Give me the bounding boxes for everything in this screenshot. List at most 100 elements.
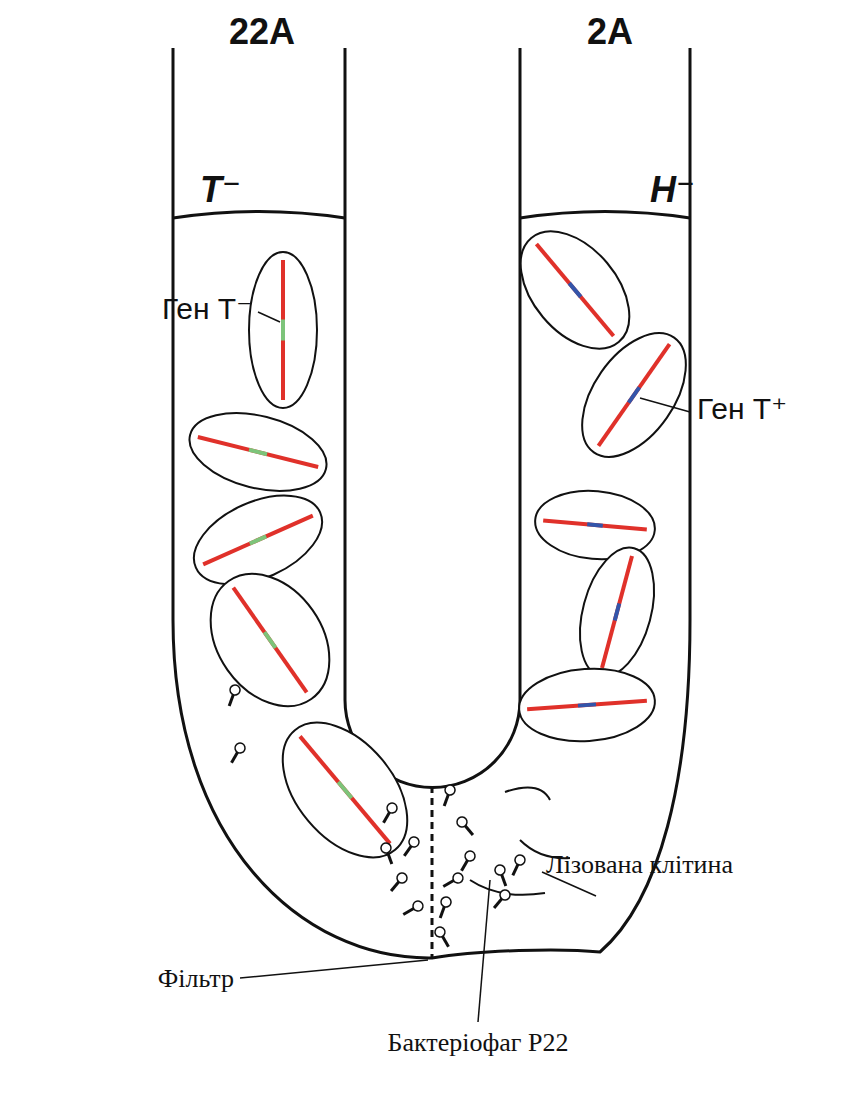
chromosome <box>300 736 390 843</box>
bacteriophage <box>224 684 241 708</box>
gene-segment <box>338 782 351 798</box>
phage-head <box>380 842 393 855</box>
filter-label: Фільтр <box>158 966 234 992</box>
bacteriophage <box>380 842 397 866</box>
chromosome <box>281 260 285 400</box>
gene-segment <box>250 536 266 543</box>
meniscus <box>173 212 345 219</box>
gene-segment <box>281 320 285 341</box>
tube-inner-wall <box>345 48 520 788</box>
bacterial-cell <box>186 551 354 729</box>
bacteriophage <box>387 871 409 894</box>
leader-line <box>240 960 428 978</box>
gene-segment <box>629 387 640 402</box>
bacteriophage <box>401 899 425 919</box>
phage-head <box>433 925 447 939</box>
bacteriophage <box>441 871 465 891</box>
phage-tail <box>443 880 454 887</box>
cell-outline <box>561 315 707 476</box>
bacterial-cell <box>567 539 667 684</box>
bacterial-cell <box>249 252 317 408</box>
chromosome <box>198 437 318 467</box>
phage-tail <box>440 906 444 918</box>
phage-tail <box>442 935 449 946</box>
cell-outline <box>567 539 667 684</box>
phage-tail <box>232 751 239 762</box>
gene-label: Ген T⁺ <box>697 394 787 424</box>
chromosome <box>536 244 613 336</box>
leader-line <box>478 880 490 1022</box>
phage-head <box>444 784 457 797</box>
cell-outline <box>258 699 432 880</box>
bacteriophage <box>439 784 456 808</box>
genotype-label: T⁻ <box>200 172 241 208</box>
phage-label: Бактеріофаг P22 <box>388 1030 569 1056</box>
bacterial-cell <box>258 699 432 880</box>
meniscus <box>520 212 690 219</box>
bacteriophage <box>494 864 511 888</box>
chromosome <box>602 556 632 668</box>
bacteriophage <box>490 888 512 911</box>
phage-head <box>407 835 421 849</box>
strain-name: 2A <box>587 14 633 50</box>
phage-tail <box>513 864 518 876</box>
phage-tail <box>501 874 505 886</box>
chromosome <box>527 701 647 709</box>
genotype-label: H⁻ <box>650 172 695 208</box>
phage-head <box>233 741 247 755</box>
cell-outline <box>181 400 334 504</box>
filter <box>431 786 434 958</box>
cell-outline <box>186 551 354 729</box>
chromosome <box>233 588 306 693</box>
phage-tail <box>462 859 469 870</box>
gene-segment <box>249 450 267 454</box>
phage-head <box>494 864 507 877</box>
chromosome <box>203 516 313 565</box>
tube-outer-wall <box>173 48 690 958</box>
phage-head <box>513 853 526 866</box>
chromosome <box>543 520 647 529</box>
leader-line <box>640 398 690 412</box>
strain-name: 22A <box>229 14 295 50</box>
phage-tail <box>387 852 391 864</box>
phage-tail <box>404 845 411 856</box>
bacterial-cell <box>181 400 334 504</box>
cell-outline <box>517 664 658 745</box>
bacteriophage <box>457 849 477 873</box>
phage-head <box>229 684 242 697</box>
phage-head <box>451 871 465 885</box>
bacteriophage <box>508 853 526 877</box>
phage-head <box>455 815 469 829</box>
gene-segment <box>578 704 596 705</box>
phage-tail <box>465 825 473 835</box>
gene-segment <box>569 283 581 297</box>
phage-head <box>385 801 399 815</box>
bacteriophage <box>227 741 247 765</box>
cell-outline <box>249 252 317 408</box>
bacteriophage <box>435 896 452 920</box>
chromosome <box>598 344 669 446</box>
phage-head <box>498 888 512 902</box>
phage-tail <box>444 794 448 806</box>
bacterial-cell <box>561 315 707 476</box>
bacteriophage <box>379 801 399 825</box>
phage-head <box>440 896 453 909</box>
lysed-cell <box>470 788 570 895</box>
gene-segment <box>264 632 275 648</box>
leader-line <box>258 312 280 322</box>
bacterial-cell <box>517 664 658 745</box>
gene-segment <box>615 604 620 621</box>
phage-tail <box>384 811 391 822</box>
gene-segment <box>587 524 603 525</box>
phage-head <box>411 899 425 913</box>
bacteriophage <box>433 925 453 949</box>
bacteriophage <box>400 835 421 859</box>
phage-head <box>395 871 409 885</box>
phage-tail <box>229 694 233 706</box>
phage-tail <box>494 898 502 908</box>
phage-head <box>463 849 477 863</box>
lysed-cell-label: Лізована клітина <box>546 852 733 878</box>
bacteriophage <box>455 815 477 838</box>
